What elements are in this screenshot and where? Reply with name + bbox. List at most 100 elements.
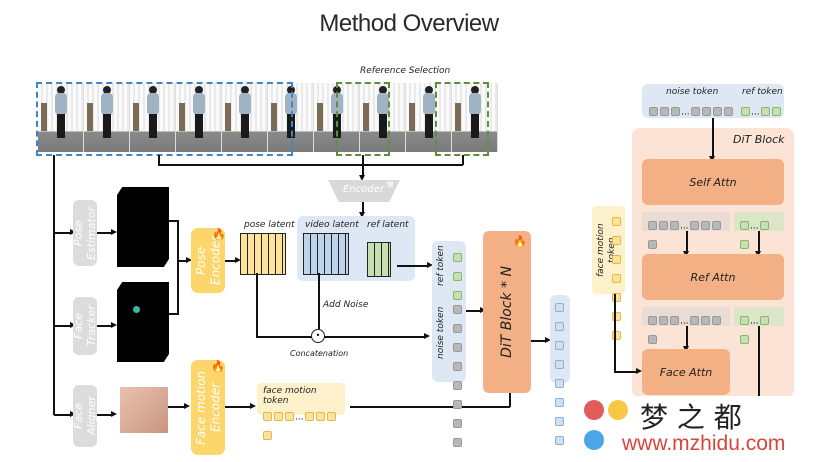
encoder-label: Encoder xyxy=(343,184,384,195)
video-frame-strip xyxy=(38,83,498,152)
connector xyxy=(531,337,551,343)
detail-ref-token-label: ref token xyxy=(742,87,783,97)
connector xyxy=(397,262,433,268)
connector xyxy=(158,155,160,165)
reference-frame-selection-2 xyxy=(435,82,489,156)
video-latent-cube xyxy=(303,233,349,275)
connector xyxy=(506,387,512,407)
red-face-icon xyxy=(584,400,604,420)
snowflake-icon: ❄ xyxy=(386,180,395,191)
face-point xyxy=(133,306,140,313)
dit-block-title: DiT Block xyxy=(733,133,785,146)
detail-noise-tokens: ··· xyxy=(648,102,734,121)
reference-frame-selection-1 xyxy=(336,82,390,156)
connector xyxy=(318,273,320,329)
watermark-url: www.mzhidu.com xyxy=(622,432,786,455)
connector xyxy=(324,333,430,339)
noise-token-label: noise token xyxy=(436,306,446,359)
face-motion-tokens: ··· xyxy=(257,407,345,445)
add-noise-label: Add Noise xyxy=(323,300,369,310)
connector xyxy=(359,202,365,218)
blue-face-icon xyxy=(584,430,604,450)
connector xyxy=(758,326,760,398)
video-frame xyxy=(38,83,84,152)
face-attn-label: Face Attn xyxy=(659,365,713,379)
ref-token-label: ref token xyxy=(436,245,446,287)
connector xyxy=(97,411,117,417)
pose-latent-cube xyxy=(240,233,286,275)
watermark-brand: 梦 之 都 xyxy=(640,401,742,434)
connector xyxy=(350,406,510,408)
connector xyxy=(225,257,241,263)
ref-attn-block: Ref Attn xyxy=(642,254,784,300)
connector xyxy=(169,313,179,315)
pose-estimator: Pose Estimator xyxy=(72,200,98,266)
face-aligner: Face Aligner xyxy=(72,385,98,447)
ref-attn-label: Ref Attn xyxy=(690,270,736,284)
driving-frames-selection xyxy=(36,82,293,156)
pose-encoder: Pose Encoder xyxy=(191,228,225,293)
dit-block-n-label: DiT Block * N xyxy=(498,266,515,358)
face-motion-token-label: face motion token xyxy=(263,386,317,406)
detail-noise-token-label: noise token xyxy=(666,87,719,97)
video-frame xyxy=(84,83,130,152)
video-latent-label: video latent xyxy=(305,220,359,230)
ref-latent-cube xyxy=(367,242,391,277)
pose-sequence xyxy=(117,187,169,267)
ref-attn-noise-out: ··· xyxy=(642,307,730,344)
reference-selection-label: Reference Selection xyxy=(360,66,451,76)
connector xyxy=(225,403,256,409)
connector xyxy=(169,220,179,222)
concatenation-op: • xyxy=(311,329,325,343)
connector xyxy=(97,229,117,235)
video-frame xyxy=(360,83,406,152)
connector xyxy=(683,326,689,352)
fire-icon: 🔥 xyxy=(212,228,226,241)
face-crop-sequence xyxy=(120,387,168,433)
connector xyxy=(683,231,689,257)
video-frame xyxy=(452,83,498,152)
connector xyxy=(256,336,312,338)
ref-attn-ref-out: ··· xyxy=(734,307,784,344)
self-attn-ref-out: ··· xyxy=(734,212,784,249)
face-motion-token-panel: face motion token ··· xyxy=(257,383,345,440)
connector xyxy=(178,257,192,263)
connector xyxy=(177,220,179,314)
ref-latent-label: ref latent xyxy=(367,220,409,230)
connector xyxy=(97,322,117,328)
video-frame xyxy=(176,83,222,152)
video-frame xyxy=(222,83,268,152)
connector xyxy=(359,165,365,181)
video-frame xyxy=(406,83,452,152)
self-attn-noise-out: ··· xyxy=(642,212,730,249)
connector xyxy=(466,307,486,313)
connector xyxy=(755,231,761,257)
concatenation-label: Concatenation xyxy=(290,349,349,358)
face-motion-encoder: Face motion Encoder xyxy=(191,360,225,455)
connector xyxy=(362,155,364,165)
watermark: 梦 之 都 www.mzhidu.com xyxy=(578,396,818,462)
connector xyxy=(54,411,76,417)
dit-block-stack: DiT Block * N xyxy=(483,231,531,393)
self-attn-label: Self Attn xyxy=(689,175,737,189)
connector xyxy=(614,294,616,372)
detail-face-motion-tokens xyxy=(611,212,621,345)
connector xyxy=(709,118,715,162)
connector xyxy=(54,322,76,328)
face-track-sequence xyxy=(117,282,169,362)
page-title: Method Overview xyxy=(319,10,499,37)
noise-tokens xyxy=(452,300,462,452)
connector xyxy=(256,273,258,337)
connector xyxy=(53,155,55,415)
output-tokens xyxy=(550,295,570,453)
ref-tokens xyxy=(452,248,462,305)
pose-latent-label: pose latent xyxy=(244,220,295,230)
output-token-panel xyxy=(550,295,570,445)
self-attn-block: Self Attn xyxy=(642,159,784,205)
yellow-face-icon xyxy=(608,400,628,420)
detail-ref-tokens: ··· xyxy=(740,102,782,121)
face-attn-block: Face Attn xyxy=(642,349,730,395)
connector xyxy=(462,155,464,165)
connector xyxy=(168,403,190,409)
fire-icon: 🔥 xyxy=(211,360,225,373)
